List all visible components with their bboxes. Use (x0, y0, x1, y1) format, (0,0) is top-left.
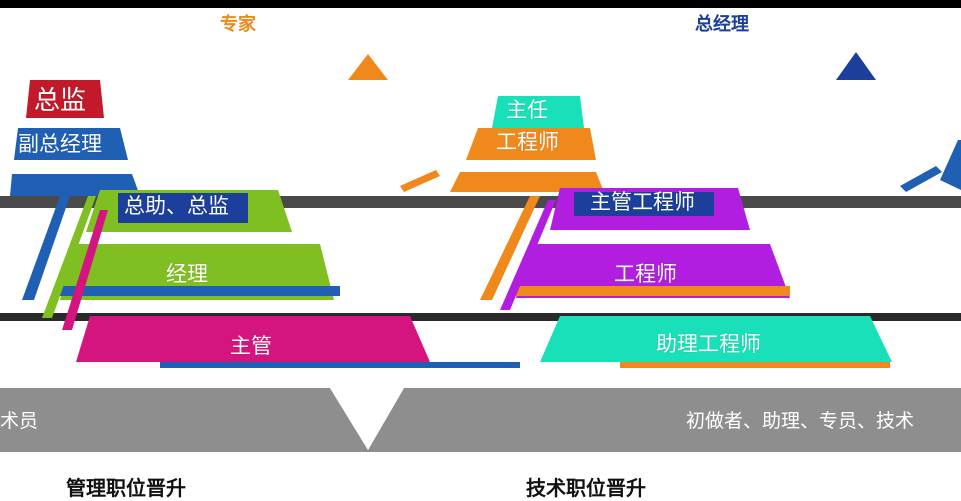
side-stroke (480, 196, 540, 300)
expert-triangle (348, 54, 388, 80)
divider-band (0, 313, 961, 321)
level-senior-engineer: 主管工程师 (590, 190, 695, 214)
expert-label: 专家 (220, 14, 256, 35)
level-assistant-engineer: 助理工程师 (656, 332, 761, 356)
level-senior-label-bg (574, 192, 714, 216)
level-partial-top: 总监 (34, 86, 87, 116)
side-stroke (42, 196, 96, 318)
level-manager-underline (60, 286, 340, 296)
side-stroke (62, 210, 108, 330)
partial-top-block (26, 80, 104, 118)
level-deputy-gm: 副总经理 (18, 132, 102, 156)
level-deputy-gm-bar (14, 128, 128, 160)
base-band (0, 388, 961, 452)
side-stroke (940, 140, 961, 190)
top-bar (0, 0, 961, 8)
side-stroke (22, 196, 70, 300)
base-left-text: 术员 (0, 410, 39, 432)
level-director: 总助、总监 (124, 194, 229, 218)
management-caption: 管理职位晋升 (66, 476, 186, 500)
technical-caption: 技术职位晋升 (526, 476, 646, 500)
gm-triangle (836, 52, 876, 80)
level-assistant-underline (620, 362, 890, 368)
base-notch (330, 388, 404, 450)
level-director-label-bg (118, 193, 248, 223)
level-engineer: 工程师 (614, 262, 677, 286)
level-manager: 经理 (166, 262, 208, 286)
side-stroke (900, 166, 942, 192)
level-tech-director: 主任 (506, 98, 548, 122)
level-bar-orange (450, 172, 604, 192)
level-supervisor-bar (76, 316, 430, 362)
level-engineer-tech-bar (466, 128, 596, 160)
side-stroke (500, 200, 556, 310)
side-stroke (400, 170, 440, 192)
level-tech-engineer-top: 工程师 (496, 130, 559, 154)
level-engineer-bar (516, 244, 790, 298)
level-supervisor: 主管 (230, 334, 272, 358)
level-engineer-underline (516, 286, 790, 296)
level-assistant-engineer-bar (540, 316, 892, 362)
level-director-tech-bar (492, 96, 584, 128)
base-right-text: 初做者、助理、专员、技术 (686, 410, 915, 432)
general-manager-label: 总经理 (695, 14, 749, 35)
level-supervisor-underline (160, 362, 520, 368)
